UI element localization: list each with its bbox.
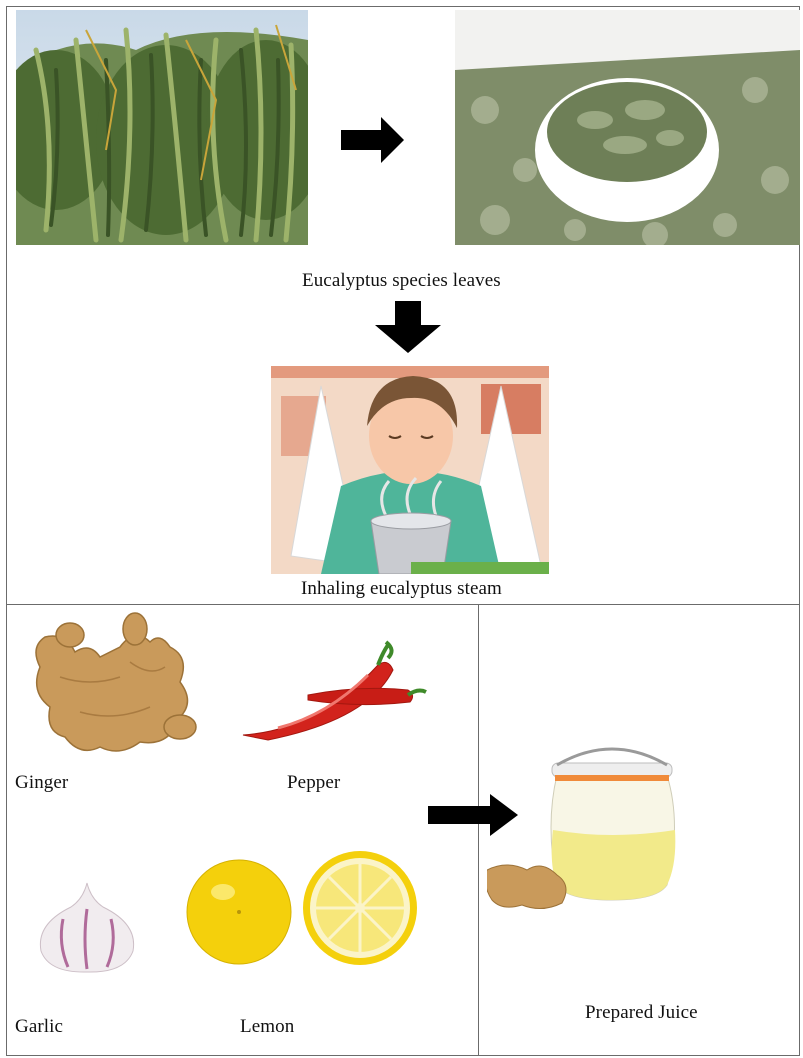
lemon-icon	[301, 849, 419, 967]
garlic-bulb-icon	[33, 879, 141, 974]
lemon-caption: Lemon	[240, 1016, 294, 1038]
eucalyptus-tree-icon	[16, 10, 308, 245]
pepper-caption: Pepper	[287, 772, 340, 794]
garlic-caption: Garlic	[15, 1016, 63, 1038]
ginger-root-icon	[20, 607, 202, 765]
steam-caption: Inhaling eucalyptus steam	[301, 578, 502, 600]
juice-caption: Prepared Juice	[585, 1002, 698, 1024]
dried-leaves-bowl-icon	[455, 10, 800, 245]
ginger-caption: Ginger	[15, 772, 68, 794]
section-divider-horizontal	[6, 604, 800, 605]
arrow-icon	[375, 301, 441, 353]
lemon-icon	[185, 856, 293, 966]
arrow-icon	[341, 117, 404, 163]
chili-pepper-icon	[238, 640, 428, 745]
eucalyptus-leaves-caption: Eucalyptus species leaves	[302, 270, 501, 292]
steam-inhalation-icon	[271, 366, 549, 574]
juice-jar-icon	[487, 735, 685, 913]
